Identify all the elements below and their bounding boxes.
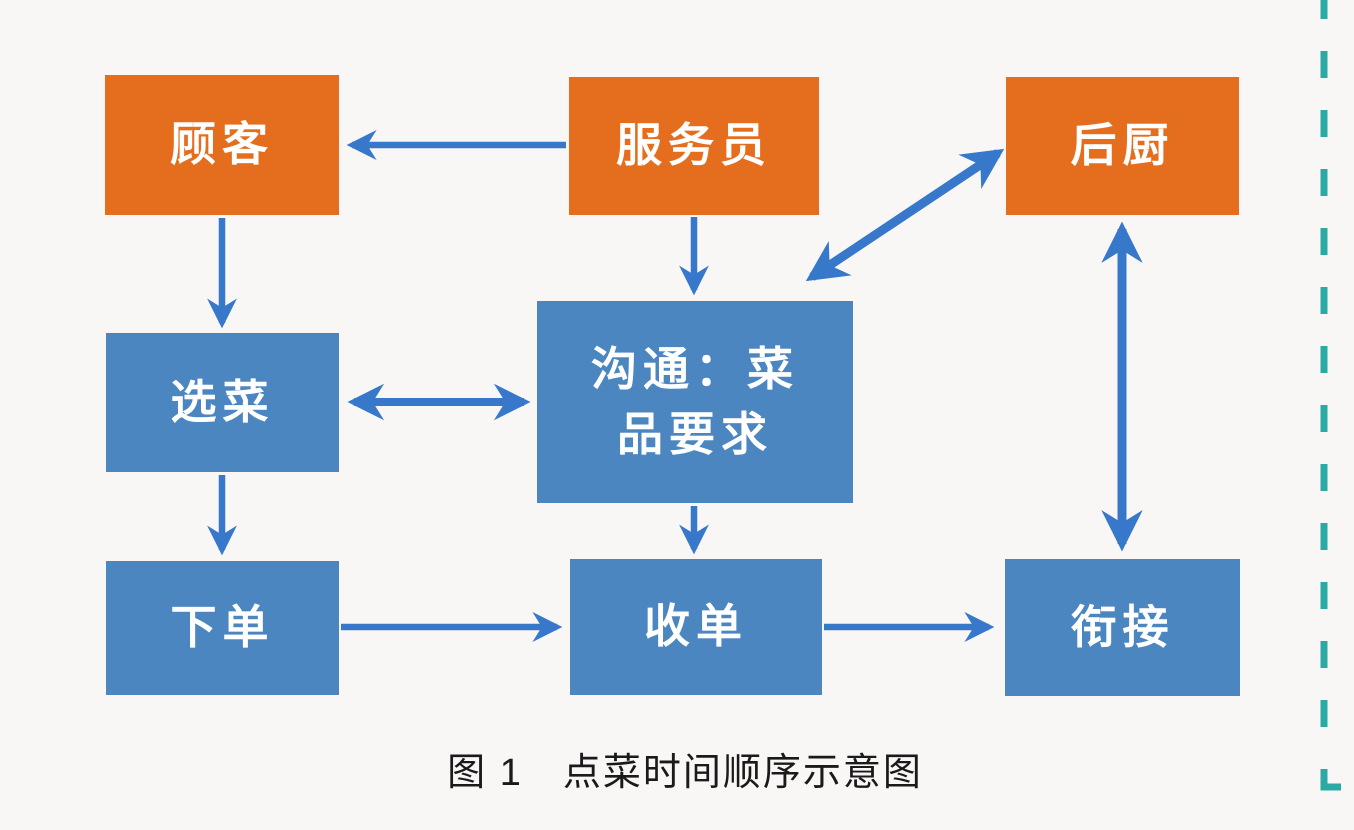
node-kitchen-label: 后厨 xyxy=(1070,120,1175,172)
arrow-communicate-kitchen-bidirectional xyxy=(805,148,1005,282)
node-handoff: 衔接 xyxy=(1005,559,1240,696)
node-place-order-label: 下单 xyxy=(170,602,275,654)
node-choose-dishes: 选菜 xyxy=(106,333,339,472)
node-waiter-label: 服务员 xyxy=(616,120,772,172)
node-kitchen: 后厨 xyxy=(1006,77,1239,215)
node-handoff-label: 衔接 xyxy=(1070,601,1175,653)
node-place-order: 下单 xyxy=(106,561,339,695)
node-choose-dishes-label: 选菜 xyxy=(170,376,275,428)
node-receive-order-label: 收单 xyxy=(644,601,748,653)
figure-caption: 图 1 点菜时间顺序示意图 xyxy=(447,752,923,794)
node-waiter: 服务员 xyxy=(569,77,819,215)
node-receive-order: 收单 xyxy=(570,559,822,695)
node-communicate-requirements-label: 沟通：菜品要求 xyxy=(591,343,799,460)
node-customer: 顾客 xyxy=(105,75,339,215)
dashed-border-corner xyxy=(1320,769,1341,791)
node-communicate-requirements: 沟通：菜品要求 xyxy=(537,301,853,503)
node-customer-label: 顾客 xyxy=(170,119,274,171)
